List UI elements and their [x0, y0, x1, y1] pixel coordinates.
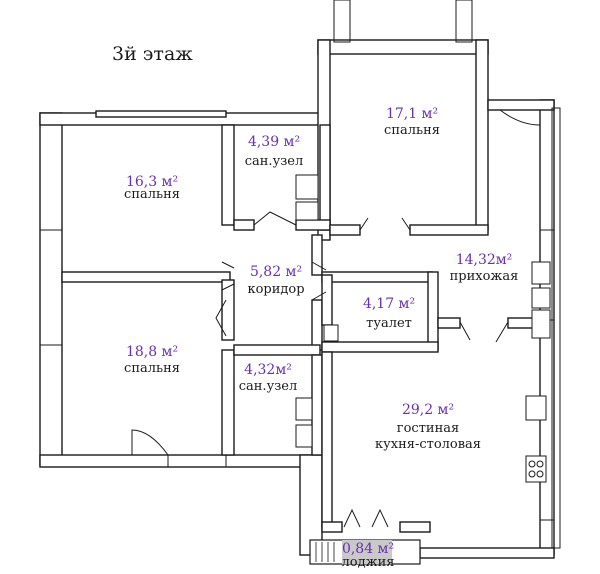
- loggia: [309, 539, 421, 565]
- toilet-name: туалет: [366, 316, 412, 331]
- bathroom-2-area: 4,32м²: [244, 362, 292, 378]
- stove-icon: [525, 455, 547, 483]
- living-kitchen-name-2: кухня-столовая: [375, 437, 481, 452]
- bedroom-2-area: 17,1 м²: [386, 106, 438, 122]
- bathroom-1-area: 4,39 м²: [248, 134, 300, 150]
- interior-walls: [61, 124, 543, 533]
- bathroom-2-name: сан.узел: [239, 379, 298, 394]
- loggia-area: 0,84 м²: [342, 541, 394, 557]
- toilet-area: 4,17 м²: [363, 296, 415, 312]
- corridor-area: 5,82 м²: [250, 264, 302, 280]
- hallway-name: прихожая: [450, 269, 519, 284]
- room-labels: 16,3 м² спальня 4,39 м² сан.узел 17,1 м²…: [124, 106, 518, 570]
- corridor-name: коридор: [247, 282, 304, 297]
- loggia-name: лоджия: [342, 555, 395, 570]
- living-kitchen-area: 29,2 м²: [402, 402, 454, 418]
- doors: [131, 109, 541, 528]
- living-kitchen-name: гостиная: [397, 421, 459, 436]
- sink-icon: [525, 395, 547, 421]
- bedroom-2-name: спальня: [384, 123, 440, 138]
- bedroom-1-area: 16,3 м²: [126, 174, 178, 190]
- bedroom-3-area: 18,8 м²: [126, 344, 178, 360]
- bathroom-1-name: сан.узел: [245, 154, 304, 169]
- floor-label: 3й этаж: [112, 43, 193, 65]
- bedroom-3-name: спальня: [124, 361, 180, 376]
- fixtures: [295, 174, 551, 483]
- bedroom-1-name: спальня: [124, 187, 180, 202]
- hallway-area: 14,32м²: [456, 252, 513, 268]
